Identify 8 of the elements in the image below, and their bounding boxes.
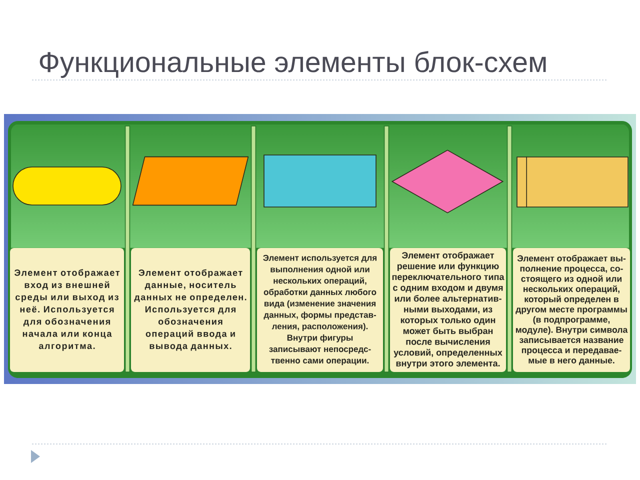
description-panel: Элемент отображает данные, носитель данных не определен. Используется для обозначения операций ввода и вывода данных. xyxy=(131,248,250,372)
description-panel: Элемент используется для выполнения одной или нескольких операций, обработки данных любого вида (изменение значения данных, формы представ- ления, расположения). Внутри фигуры записывают непосредс- твенно сами операции. xyxy=(257,248,383,372)
description-panel: Элемент отображает решение или функцию переключательного типа с одним входом и двумя или более альтернатив- ными выходами, из которых только один может быть выбран после вычисления условий, определенных внутри этого элемента. xyxy=(390,248,506,372)
description-panel: Элемент отображает вход из внешней среды или выход из неё. Используется для обозначения начала или конца алгоритма. xyxy=(10,248,124,372)
title: Функциональные элементы блок-схем xyxy=(40,51,546,78)
subroutine-box xyxy=(516,156,628,208)
description-panel: Элемент отображает вы- полнение процесса, со- стоящего из одной или нескольких операций, который определен в другом месте программы (в подпрограмме, модуле). Внутри символа записывается название процесса и передавае- мые в него данные. xyxy=(513,248,630,372)
process-rectangle xyxy=(264,154,376,208)
